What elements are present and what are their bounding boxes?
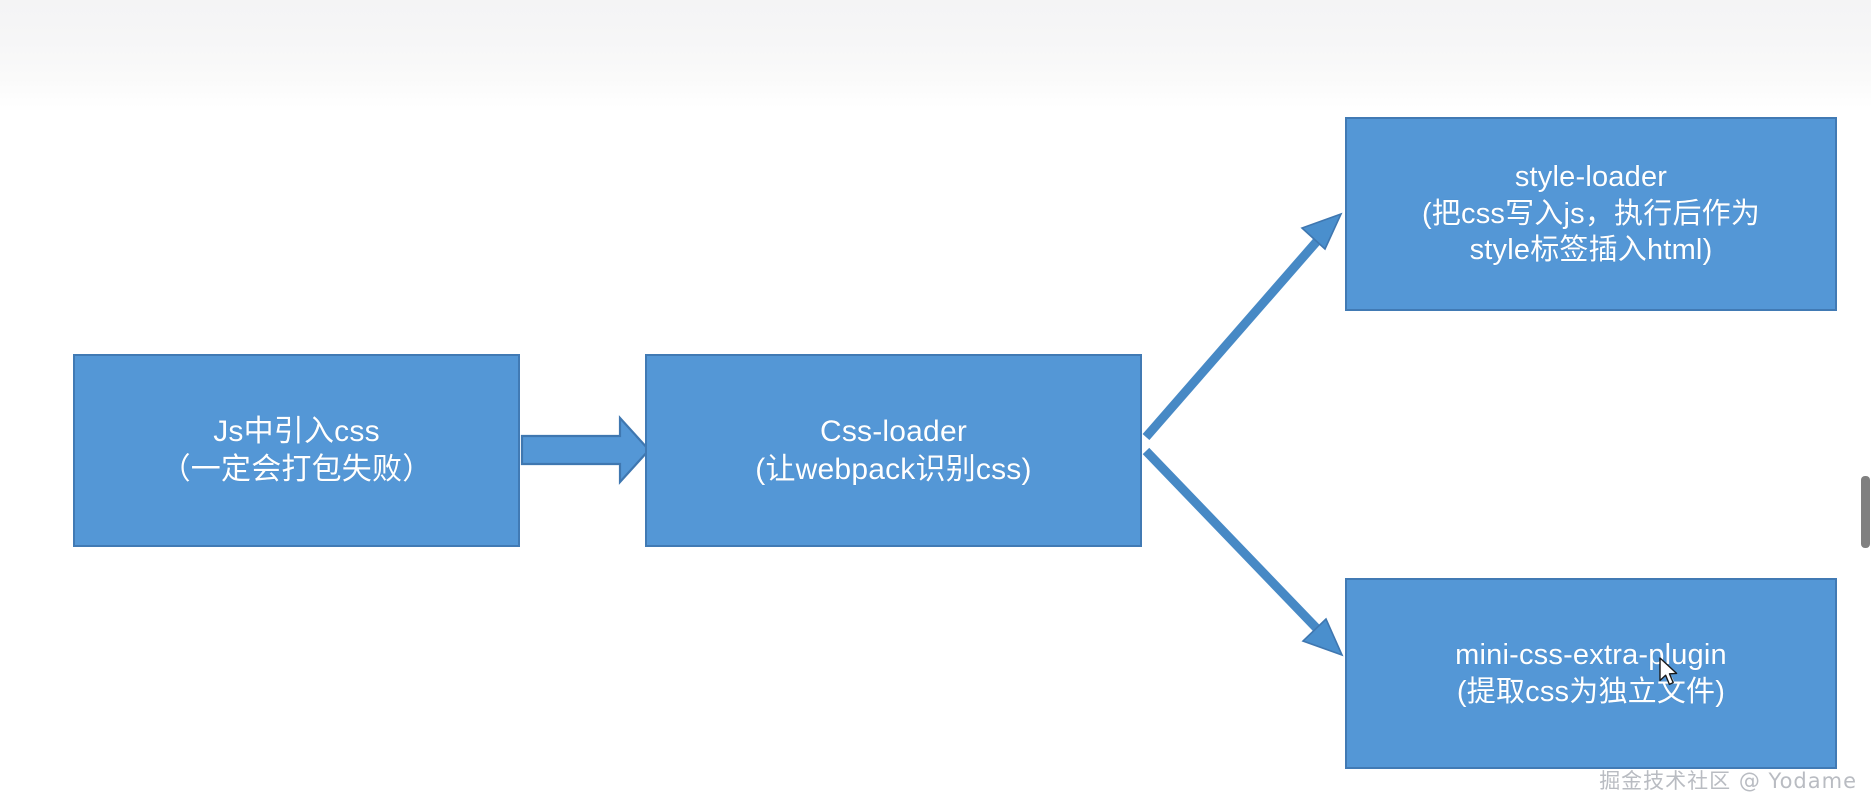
node-style-loader-line-1: style-loader: [1514, 161, 1668, 194]
vertical-scrollbar-thumb[interactable]: [1861, 476, 1870, 548]
node-css-loader-line-2: (让webpack识别css): [755, 452, 1032, 486]
node-js-import-css[interactable]: Js中引入css （一定会打包失败）: [73, 354, 520, 547]
node-mini-css-line-1: mini-css-extra-plugin: [1455, 638, 1727, 671]
vertical-scrollbar-track[interactable]: [1861, 0, 1871, 809]
arrow-js-import-to-css-loader: [520, 415, 651, 485]
node-mini-css-extra-plugin[interactable]: mini-css-extra-plugin (提取css为独立文件): [1345, 578, 1837, 769]
node-mini-css-line-2: (提取css为独立文件): [1456, 675, 1726, 708]
arrow-css-loader-to-style-loader: [1142, 212, 1343, 440]
node-css-loader[interactable]: Css-loader (让webpack识别css): [645, 354, 1142, 547]
node-style-loader[interactable]: style-loader (把css写入js，执行后作为 style标签插入ht…: [1345, 117, 1837, 311]
node-style-loader-line-2: (把css写入js，执行后作为: [1421, 197, 1761, 230]
watermark-text: 掘金技术社区 @ Yodame: [1599, 769, 1857, 793]
node-js-import-line-2: （一定会打包失败）: [160, 452, 433, 486]
node-style-loader-line-3: style标签插入html): [1469, 234, 1713, 267]
top-gradient-band: [0, 0, 1871, 108]
node-js-import-line-1: Js中引入css: [213, 414, 380, 448]
mouse-cursor-icon: [1659, 657, 1678, 686]
node-css-loader-line-1: Css-loader: [819, 414, 968, 448]
arrow-css-loader-to-mini-css-plugin: [1142, 447, 1344, 657]
